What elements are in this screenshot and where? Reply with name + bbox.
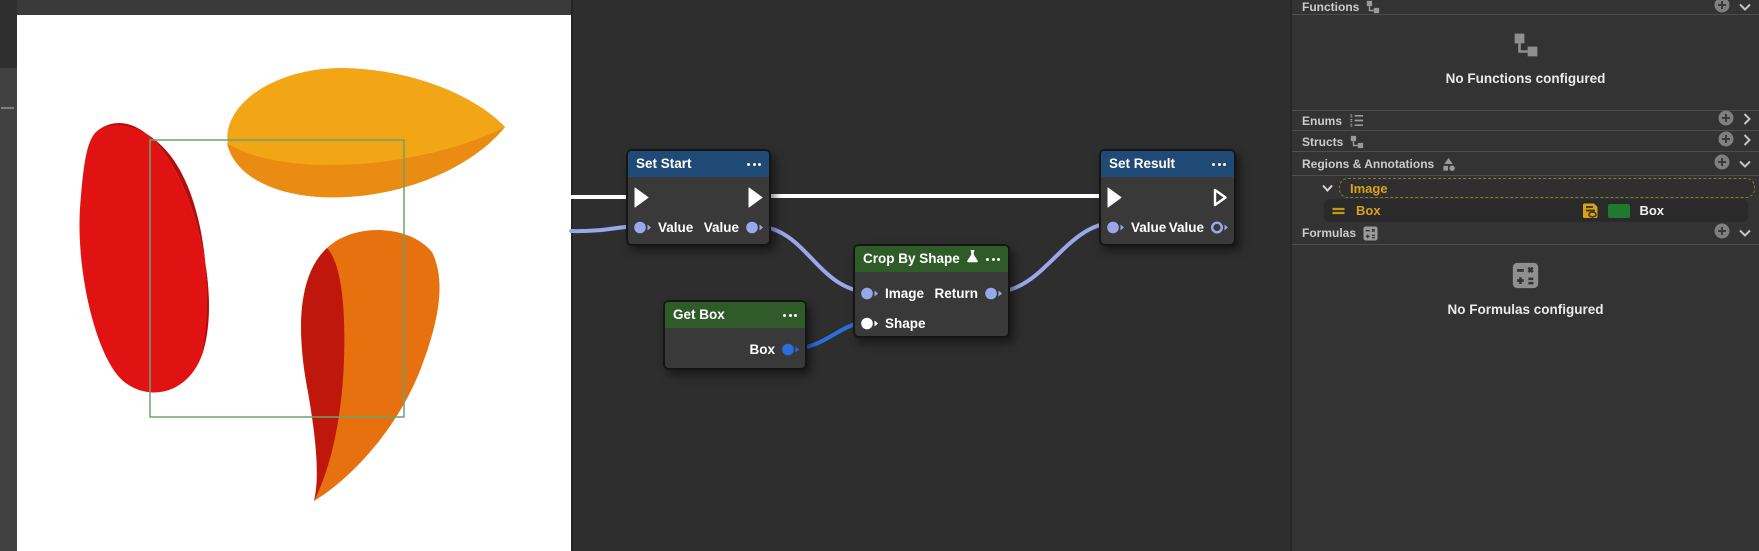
- formulas-empty-state: No Formulas configured: [1292, 246, 1759, 346]
- box-out-pin[interactable]: [781, 342, 800, 357]
- image-viewer[interactable]: [17, 15, 573, 551]
- pin-label: Shape: [885, 315, 926, 331]
- pin-label: Value: [1131, 219, 1167, 235]
- flask-icon: [966, 246, 979, 272]
- branch-icon: [1513, 32, 1539, 63]
- pin-label: Return: [934, 285, 979, 301]
- calculator-icon: [1512, 262, 1539, 294]
- return-out-pin[interactable]: [984, 286, 1003, 301]
- node-menu-icon[interactable]: [1212, 162, 1226, 166]
- value-in-pin[interactable]: [1106, 220, 1125, 235]
- value-out-pin[interactable]: [1210, 220, 1229, 235]
- pin-label: Value: [1168, 219, 1204, 235]
- list-icon: [1349, 113, 1364, 128]
- node-title: Set Result: [1109, 156, 1176, 171]
- chevron-right-icon[interactable]: [1743, 112, 1751, 130]
- value-out-pin[interactable]: [745, 220, 764, 235]
- exec-out-pin[interactable]: [1212, 187, 1229, 208]
- section-regions-header[interactable]: Regions & Annotations: [1292, 153, 1759, 176]
- node-set-start[interactable]: Set Start Value Value: [626, 149, 771, 246]
- region-group-selection-box[interactable]: Image: [1339, 178, 1755, 198]
- node-menu-icon[interactable]: [986, 257, 1000, 261]
- add-button[interactable]: [1714, 0, 1730, 18]
- add-button[interactable]: [1714, 154, 1730, 175]
- section-functions-header[interactable]: Functions: [1292, 0, 1759, 15]
- node-get-box-header[interactable]: Get Box: [665, 302, 805, 328]
- node-get-box[interactable]: Get Box Box: [663, 300, 807, 370]
- chevron-down-icon[interactable]: [1322, 179, 1333, 197]
- add-button[interactable]: [1718, 131, 1734, 152]
- red-petal-shape: [79, 123, 209, 393]
- panel-handle-tick[interactable]: [1, 107, 14, 109]
- node-title: Set Start: [636, 156, 692, 171]
- section-structs-header[interactable]: Structs: [1292, 131, 1759, 152]
- add-button[interactable]: [1718, 110, 1734, 131]
- left-edge-strip: [0, 0, 17, 551]
- pin-label: Box: [749, 341, 775, 357]
- region-group-label: Image: [1350, 180, 1388, 196]
- drag-handle-icon[interactable]: [1332, 206, 1345, 216]
- yellow-petal-shape: [227, 67, 505, 198]
- exec-in-pin[interactable]: [633, 187, 650, 208]
- chevron-down-icon[interactable]: [1739, 224, 1751, 242]
- node-set-result[interactable]: Set Result Value Value: [1099, 149, 1236, 246]
- region-group-image-row[interactable]: Image: [1292, 177, 1759, 199]
- node-set-result-header[interactable]: Set Result: [1101, 151, 1234, 177]
- shapes-icon: [1441, 157, 1456, 172]
- empty-state-text: No Formulas configured: [1447, 302, 1604, 317]
- chevron-down-icon[interactable]: [1739, 0, 1751, 16]
- node-title: Get Box: [673, 307, 725, 322]
- value-in-pin[interactable]: [633, 220, 652, 235]
- region-type-label: Box: [1639, 203, 1664, 218]
- section-label: Structs: [1302, 134, 1344, 149]
- section-label: Enums: [1302, 113, 1343, 128]
- type-color-swatch: [1608, 203, 1631, 218]
- left-edge-strip-top: [0, 0, 17, 68]
- box-region-rectangle[interactable]: [149, 139, 405, 418]
- shape-in-pin[interactable]: [860, 316, 879, 331]
- empty-state-text: No Functions configured: [1445, 71, 1606, 86]
- section-label: Functions: [1302, 0, 1360, 14]
- node-set-start-header[interactable]: Set Start: [628, 151, 769, 177]
- node-crop-by-shape-header[interactable]: Crop By Shape: [855, 246, 1008, 272]
- right-sidebar: Functions No Functions configured Enums: [1290, 0, 1759, 551]
- chevron-down-icon[interactable]: [1739, 155, 1751, 173]
- section-enums-header[interactable]: Enums: [1292, 110, 1759, 131]
- functions-empty-state: No Functions configured: [1292, 16, 1759, 111]
- pin-label: Value: [703, 219, 739, 235]
- add-button[interactable]: [1714, 223, 1730, 244]
- chevron-right-icon[interactable]: [1743, 133, 1751, 151]
- region-save-icon[interactable]: [1582, 203, 1599, 219]
- exec-in-pin[interactable]: [1106, 187, 1123, 208]
- node-title: Crop By Shape: [863, 251, 960, 266]
- orange-petal-shape: [301, 230, 440, 501]
- node-menu-icon[interactable]: [783, 313, 797, 317]
- viewer-image: [79, 67, 505, 501]
- calculator-icon: [1363, 225, 1378, 241]
- pin-label: Value: [658, 219, 694, 235]
- exec-out-pin[interactable]: [747, 187, 764, 208]
- pin-label: Image: [885, 285, 925, 301]
- region-item-box-row[interactable]: Box Box: [1324, 199, 1748, 222]
- node-crop-by-shape[interactable]: Crop By Shape Image Return: [853, 244, 1010, 338]
- region-item-label: Box: [1356, 203, 1381, 218]
- section-label: Formulas: [1302, 226, 1357, 240]
- branch-icon: [1366, 0, 1380, 14]
- image-in-pin[interactable]: [860, 286, 879, 301]
- section-formulas-header[interactable]: Formulas: [1292, 222, 1759, 245]
- section-label: Regions & Annotations: [1302, 157, 1435, 171]
- branch-icon: [1350, 135, 1364, 149]
- node-menu-icon[interactable]: [747, 162, 761, 166]
